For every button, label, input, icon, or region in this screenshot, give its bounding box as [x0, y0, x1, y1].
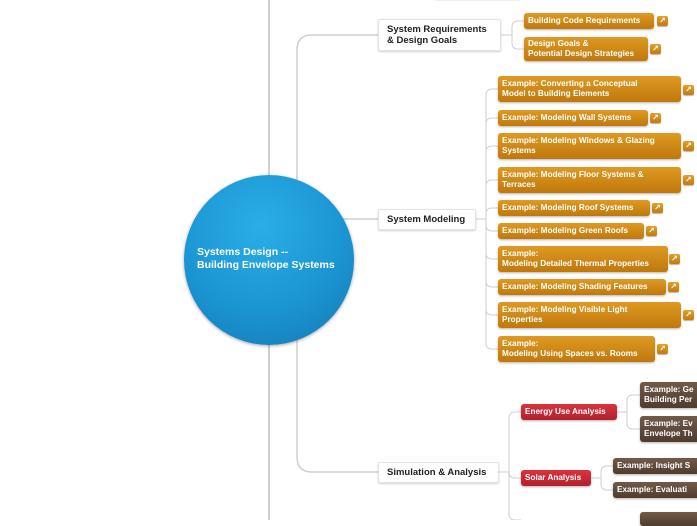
- topic-energy-use-analysis[interactable]: Energy Use Analysis: [521, 404, 617, 420]
- connector-line: [476, 218, 498, 350]
- topic-example-visible-light[interactable]: Example: Modeling Visible Light Properti…: [498, 302, 681, 328]
- connector-line: [617, 394, 640, 413]
- expand-arrow-icon[interactable]: ↗: [650, 44, 661, 54]
- topic-design-goals[interactable]: Design Goals & Potential Design Strategi…: [524, 37, 648, 61]
- connector-line: [591, 465, 613, 479]
- connector-line: [476, 179, 498, 220]
- topic-example-partial[interactable]: [640, 512, 697, 526]
- connector-line: [501, 20, 524, 36]
- connector-line: [499, 411, 521, 473]
- topic-system-requirements[interactable]: System Requirements & Design Goals: [378, 19, 501, 51]
- connector-line: [296, 34, 378, 260]
- expand-arrow-icon[interactable]: ↗: [657, 344, 668, 354]
- connector-line: [501, 34, 524, 50]
- topic-example-green-roofs[interactable]: Example: Modeling Green Roofs: [498, 223, 644, 239]
- expand-arrow-icon[interactable]: ↗: [650, 113, 661, 123]
- connector-line: [476, 218, 498, 316]
- topic-example-spaces-vs-rooms[interactable]: Example: Modeling Using Spaces vs. Rooms: [498, 336, 655, 362]
- topic-example-thermal-properties[interactable]: Example: Modeling Detailed Thermal Prope…: [498, 246, 668, 272]
- connector-line: [476, 88, 498, 220]
- topic-example-floor-systems[interactable]: Example: Modeling Floor Systems & Terrac…: [498, 167, 681, 193]
- topic-system-modeling[interactable]: System Modeling: [378, 209, 476, 230]
- topic-example-evaluating[interactable]: Example: Evaluati: [613, 482, 697, 498]
- central-topic[interactable]: Systems Design -- Building Envelope Syst…: [184, 175, 354, 345]
- connector-line: [591, 477, 613, 491]
- expand-arrow-icon[interactable]: ↗: [657, 16, 668, 26]
- topic-example-envelope[interactable]: Example: Ev Envelope Th: [640, 416, 697, 442]
- connector-line: [476, 207, 498, 220]
- topic-example-converting-conceptual[interactable]: Example: Converting a Conceptual Model t…: [498, 76, 681, 102]
- topic-example-roof-systems[interactable]: Example: Modeling Roof Systems: [498, 200, 650, 216]
- topic-example-building-performance[interactable]: Example: Ge Building Per: [640, 382, 697, 408]
- central-topic-label: Systems Design -- Building Envelope Syst…: [197, 246, 335, 271]
- topic-example-shading-features[interactable]: Example: Modeling Shading Features: [498, 279, 666, 295]
- connector-line: [499, 471, 521, 479]
- connector-line: [296, 260, 378, 473]
- expand-arrow-icon[interactable]: ↗: [669, 254, 680, 264]
- expand-arrow-icon[interactable]: ↗: [683, 85, 694, 95]
- expand-arrow-icon[interactable]: ↗: [683, 310, 694, 320]
- topic-example-wall-systems[interactable]: Example: Modeling Wall Systems: [498, 110, 648, 126]
- topic-example-windows-glazing[interactable]: Example: Modeling Windows & Glazing Syst…: [498, 133, 681, 159]
- topic-simulation-analysis[interactable]: Simulation & Analysis: [378, 462, 499, 483]
- connector-line: [499, 471, 521, 520]
- topic-example-insight-solar[interactable]: Example: Insight S: [613, 458, 697, 474]
- connector-line: [617, 411, 640, 430]
- expand-arrow-icon[interactable]: ↗: [668, 282, 679, 292]
- expand-arrow-icon[interactable]: ↗: [652, 203, 663, 213]
- connector-line: [476, 145, 498, 220]
- connector-line: [476, 218, 498, 232]
- expand-arrow-icon[interactable]: ↗: [683, 175, 694, 185]
- expand-arrow-icon[interactable]: ↗: [683, 141, 694, 151]
- expand-arrow-icon[interactable]: ↗: [646, 226, 657, 236]
- connector-line: [476, 218, 498, 260]
- topic-building-code-requirements[interactable]: Building Code Requirements: [524, 13, 654, 29]
- connector-line: [476, 117, 498, 220]
- topic-solar-analysis[interactable]: Solar Analysis: [521, 470, 591, 486]
